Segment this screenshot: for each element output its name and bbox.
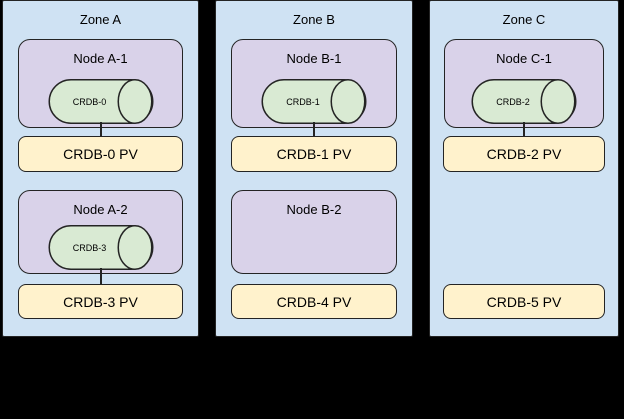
pod-pv-connector-line bbox=[313, 122, 315, 137]
zone-c: Zone C Node C-1 CRDB-2 CRDB-2 PV CRDB-5 … bbox=[429, 0, 619, 337]
pod-pv-connector-line bbox=[99, 268, 102, 284]
node-title: Node A-2 bbox=[73, 202, 128, 217]
zone-a: Zone A Node A-1 CRDB-0 CRDB-0 PV Node A-… bbox=[2, 0, 199, 337]
pv-box-crdb-4: CRDB-4 PV bbox=[231, 284, 397, 319]
node-b-2: Node B-2 bbox=[231, 190, 397, 274]
pod-label: CRDB-2 bbox=[496, 96, 530, 107]
crdb-pod-cylinder: CRDB-0 bbox=[48, 79, 153, 124]
node-title: Node C-1 bbox=[496, 51, 552, 66]
pv-label: CRDB-2 PV bbox=[486, 146, 562, 162]
database-cylinder-icon bbox=[261, 79, 367, 124]
node-b-1: Node B-1 CRDB-1 bbox=[231, 39, 397, 128]
pv-label: CRDB-5 PV bbox=[486, 293, 562, 310]
pv-label: CRDB-1 PV bbox=[276, 146, 352, 162]
pv-label: CRDB-0 PV bbox=[63, 146, 138, 162]
database-cylinder-icon bbox=[48, 225, 153, 270]
node-title: Node B-2 bbox=[286, 202, 342, 217]
pod-label: CRDB-0 bbox=[72, 96, 107, 107]
zone-title: Zone A bbox=[79, 12, 122, 27]
pv-label: CRDB-3 PV bbox=[63, 293, 138, 310]
node-a-2: Node A-2 CRDB-3 bbox=[18, 190, 183, 274]
pv-box-crdb-1: CRDB-1 PV bbox=[231, 136, 397, 172]
crdb-pod-cylinder: CRDB-3 bbox=[48, 225, 153, 270]
pv-label: CRDB-4 PV bbox=[276, 293, 352, 310]
node-title: Node B-1 bbox=[286, 51, 342, 66]
node-c-1: Node C-1 CRDB-2 bbox=[444, 39, 604, 128]
pv-box-crdb-3: CRDB-3 PV bbox=[18, 284, 183, 319]
pod-pv-connector-line bbox=[99, 122, 102, 137]
pv-box-crdb-5: CRDB-5 PV bbox=[443, 284, 605, 319]
node-a-1: Node A-1 CRDB-0 bbox=[18, 39, 183, 128]
database-cylinder-icon bbox=[471, 79, 577, 124]
zone-title: Zone B bbox=[293, 12, 335, 27]
crdb-pod-cylinder: CRDB-1 bbox=[261, 79, 367, 124]
pod-label: CRDB-3 bbox=[72, 242, 107, 253]
database-cylinder-icon bbox=[48, 79, 153, 124]
crdb-pod-cylinder: CRDB-2 bbox=[471, 79, 577, 124]
node-title: Node A-1 bbox=[73, 51, 128, 66]
pod-pv-connector-line bbox=[523, 122, 525, 137]
pv-box-crdb-2: CRDB-2 PV bbox=[443, 136, 605, 172]
pv-box-crdb-0: CRDB-0 PV bbox=[18, 136, 183, 172]
pod-label: CRDB-1 bbox=[286, 96, 320, 107]
zone-b: Zone B Node B-1 CRDB-1 CRDB-1 PV Node B-… bbox=[215, 0, 413, 337]
zone-title: Zone C bbox=[502, 12, 546, 27]
